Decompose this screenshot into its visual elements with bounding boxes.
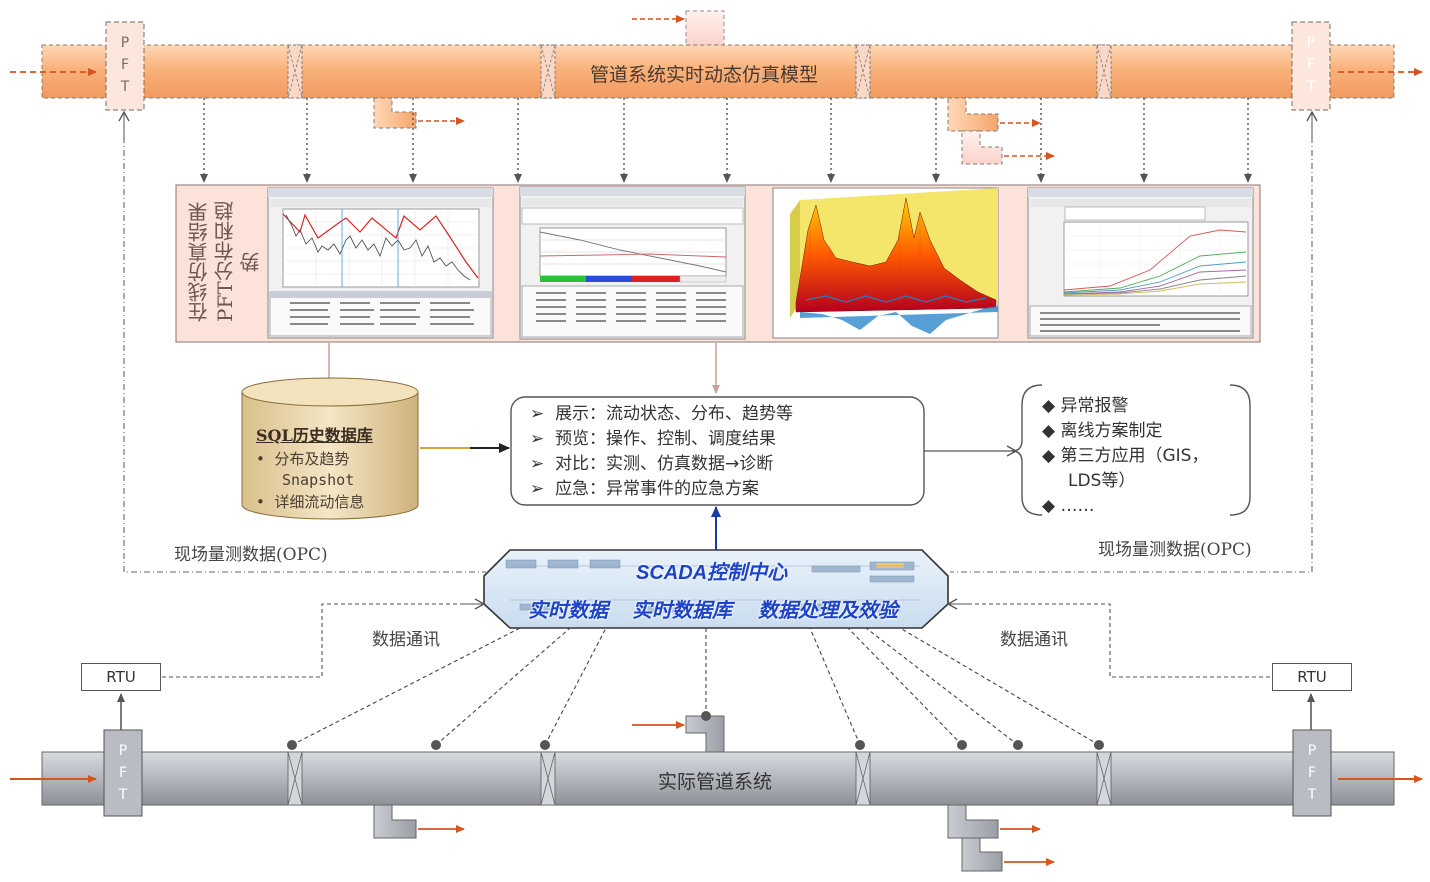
scada-control-center xyxy=(483,549,949,629)
sql-database-cylinder xyxy=(241,377,419,520)
database-item: • 详细流动信息 xyxy=(256,493,365,511)
output-item: ◆ 离线方案制定 xyxy=(1042,421,1163,441)
output-item: ◆ 异常报警 xyxy=(1042,396,1129,416)
scada-subtitle-processing: 数据处理及效验 xyxy=(758,600,898,622)
real-pipe xyxy=(10,711,1423,872)
pft-letter-t: T xyxy=(1307,787,1317,803)
pft-letter-p: P xyxy=(120,35,130,51)
screenshot-profile xyxy=(519,186,746,340)
screenshot-multiline xyxy=(1027,187,1254,339)
output-item: ◆ 第三方应用（GIS， xyxy=(1042,446,1209,466)
model-pft-right xyxy=(1291,21,1331,111)
database-text: SQL历史数据库 • 分布及趋势 Snapshot • 详细流动信息 xyxy=(256,422,416,512)
output-item: ◆ …… xyxy=(1042,496,1095,516)
pft-letter-p: P xyxy=(118,743,128,759)
model-pft-left-label: P F T xyxy=(106,32,144,98)
database-title: SQL历史数据库 xyxy=(256,426,373,445)
real-pft-right xyxy=(1292,729,1332,817)
results-panel xyxy=(175,184,1261,343)
pft-letter-p: P xyxy=(1306,35,1316,51)
function-item: ➢ 展示：流动状态、分布、趋势等 xyxy=(530,404,794,424)
field-data-label-left: 现场量测数据(OPC) xyxy=(174,545,328,565)
pft-letter-t: T xyxy=(118,787,128,803)
function-item: ➢ 应急：异常事件的应急方案 xyxy=(530,479,760,499)
rtu-left: RTU xyxy=(81,663,161,691)
results-panel-title: 在线仿真结果PFT分布和趋势 xyxy=(187,201,263,323)
comm-label-right: 数据通讯 xyxy=(1000,630,1068,650)
rtu-right: RTU xyxy=(1272,663,1352,691)
model-pipe-title: 管道系统实时动态仿真模型 xyxy=(590,64,819,86)
scada-subtitle-realtime-db: 实时数据库 xyxy=(632,600,732,622)
database-item: • 分布及趋势 xyxy=(256,450,350,468)
comm-lines xyxy=(162,603,1270,678)
scada-title: SCADA控制中心 xyxy=(636,562,788,584)
scada-subtitle-realtime-data: 实时数据 xyxy=(528,600,608,622)
screenshot-trend xyxy=(267,187,494,339)
comm-label-left: 数据通讯 xyxy=(372,630,440,650)
pft-letter-f: F xyxy=(1307,765,1317,781)
real-pipe-title: 实际管道系统 xyxy=(658,771,773,793)
model-pipe xyxy=(10,10,1423,165)
functions-list: ➢ 展示：流动状态、分布、趋势等 ➢ 预览：操作、控制、调度结果 ➢ 对比：实测… xyxy=(530,402,793,502)
model-to-results-arrows xyxy=(200,98,1252,183)
model-pft-left xyxy=(105,21,145,111)
pft-letter-f: F xyxy=(120,57,130,73)
pft-letter-t: T xyxy=(120,79,130,95)
database-item: Snapshot xyxy=(282,471,355,489)
output-item: LDS等） xyxy=(1068,471,1136,491)
pft-letter-p: P xyxy=(1307,743,1317,759)
outputs-list: ◆ 异常报警 ◆ 离线方案制定 ◆ 第三方应用（GIS， LDS等） ◆ …… xyxy=(1042,394,1208,519)
function-item: ➢ 对比：实测、仿真数据→诊断 xyxy=(530,454,774,474)
function-item: ➢ 预览：操作、控制、调度结果 xyxy=(530,429,777,449)
outputs-brace xyxy=(1011,384,1251,516)
real-pft-left xyxy=(103,729,143,817)
opc-lines xyxy=(123,124,1313,573)
screenshot-3d-surface xyxy=(772,187,999,339)
real-pft-right-label: P F T xyxy=(1293,740,1331,806)
sensor-lines xyxy=(291,627,1100,746)
model-pft-right-label: P F T xyxy=(1292,32,1330,98)
pft-letter-t: T xyxy=(1306,79,1316,95)
real-pft-left-label: P F T xyxy=(104,740,142,806)
pft-letter-f: F xyxy=(118,765,128,781)
field-data-label-right: 现场量测数据(OPC) xyxy=(1098,540,1252,560)
pft-letter-f: F xyxy=(1306,57,1316,73)
